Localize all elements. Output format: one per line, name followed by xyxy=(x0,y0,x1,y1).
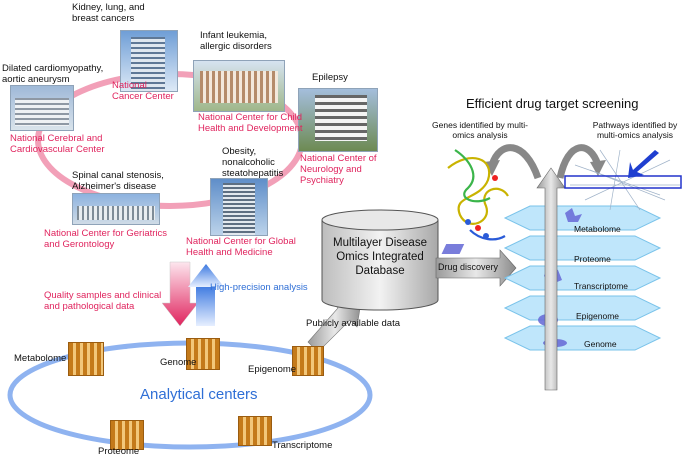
genome-site-label: Genome xyxy=(160,357,197,368)
neuro-center-building-image xyxy=(298,88,378,152)
curved-arrow-left xyxy=(488,144,542,180)
screening-title: Efficient drug target screening xyxy=(466,96,639,111)
cardio-center-name: National Cerebral and Cardiovascular Cen… xyxy=(10,133,105,155)
layer-label-transcriptome: Transcriptome xyxy=(574,281,629,291)
analytical-centers-title: Analytical centers xyxy=(140,386,258,403)
database-label: Multilayer Disease Omics Integrated Data… xyxy=(322,236,438,278)
pathways-identified-label: Pathways identified by multi-omics analy… xyxy=(592,120,678,140)
metabolome-site-label: Metabolome xyxy=(14,353,67,364)
cancer-center-name: National Cancer Center xyxy=(112,80,174,102)
cardio-center-disease: Dilated cardiomyopathy, aortic aneurysm xyxy=(2,63,104,85)
transcriptome-site-icon xyxy=(238,416,272,446)
drug-discovery-label: Drug discovery xyxy=(438,262,499,272)
transcriptome-site-label: Transcriptome xyxy=(272,440,333,451)
public-data-label: Publicly available data xyxy=(306,318,401,329)
cancer-center-disease: Kidney, lung, and breast cancers xyxy=(72,2,145,24)
gene-network-graphic xyxy=(447,149,509,241)
neuro-center-name: National Center of Neurology and Psychia… xyxy=(300,153,377,186)
metabolome-site-icon xyxy=(68,342,104,376)
layer-label-proteome: Proteome xyxy=(574,254,611,264)
genes-identified-label: Genes identified by multi-omics analysis xyxy=(432,120,528,140)
layer-label-metabolome: Metabolome xyxy=(574,224,621,234)
precision-arrow xyxy=(196,285,215,326)
child-center-name: National Center for Child Health and Dev… xyxy=(198,112,303,134)
epigenome-site-icon xyxy=(292,346,324,376)
database-label-line2: Omics Integrated xyxy=(336,251,424,263)
database-label-line1: Multilayer Disease xyxy=(333,237,427,249)
geriatrics-center-disease: Spinal canal stenosis, Alzheimer's disea… xyxy=(72,170,164,192)
epigenome-site-label: Epigenome xyxy=(248,364,297,375)
pathway-network-graphic xyxy=(570,149,680,211)
layer-label-epigenome: Epigenome xyxy=(576,311,620,321)
child-health-building-image xyxy=(193,60,285,112)
child-center-disease: Infant leukemia, allergic disorders xyxy=(200,30,272,52)
proteome-site-icon xyxy=(110,420,144,450)
genome-site-icon xyxy=(186,338,220,370)
global-health-building-image xyxy=(210,178,268,236)
high-precision-label: High-precision analysis xyxy=(210,282,308,293)
database-label-line3: Database xyxy=(355,265,405,277)
curved-arrow-right xyxy=(556,144,602,179)
pathway-highlight-box xyxy=(564,175,682,189)
global-center-name: National Center for Global Health and Me… xyxy=(186,236,296,258)
screening-up-arrow xyxy=(536,167,566,391)
cancer-center-building-image xyxy=(120,30,178,92)
quality-samples-label: Quality samples and clinical and patholo… xyxy=(44,290,162,312)
pathway-pointer-arrow xyxy=(628,150,659,178)
neuro-center-disease: Epilepsy xyxy=(312,72,348,83)
database-cylinder xyxy=(321,220,439,311)
geriatrics-center-name: National Center for Geriatrics and Geron… xyxy=(44,228,168,250)
quality-arrow xyxy=(161,261,199,327)
proteome-site-label: Proteome xyxy=(98,446,140,457)
layer-label-genome: Genome xyxy=(584,339,617,349)
global-center-disease: Obesity, nonalcoholic steatohepatitis xyxy=(222,146,284,179)
cardio-center-building-image xyxy=(10,85,74,131)
geriatrics-center-building-image xyxy=(72,193,160,225)
